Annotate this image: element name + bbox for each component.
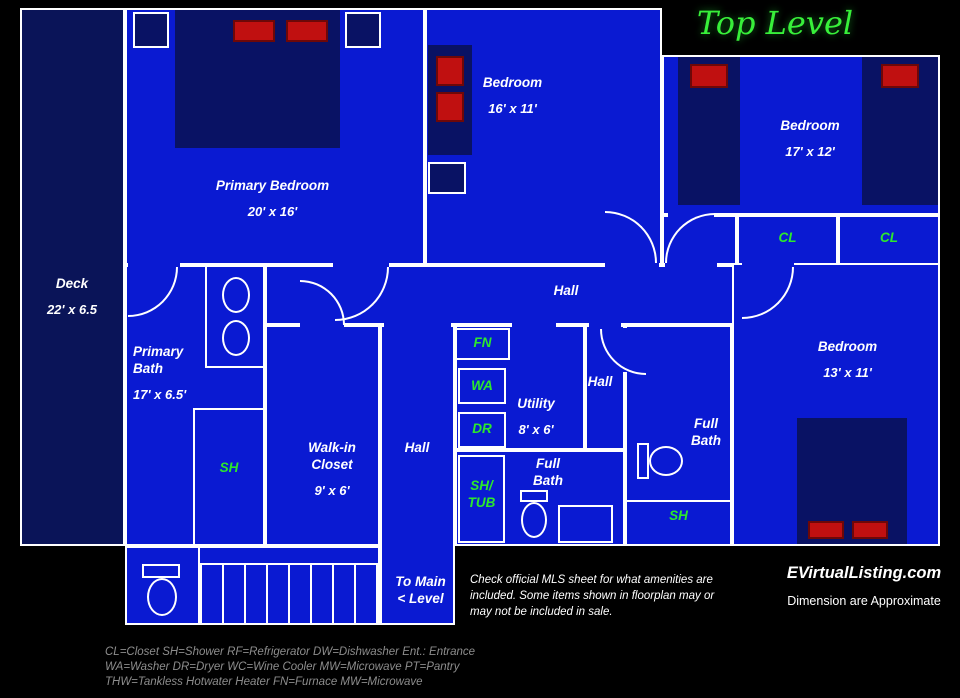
room-name: Full Bath xyxy=(691,416,721,448)
toilet-tank xyxy=(520,490,548,502)
nightstand xyxy=(133,12,169,48)
sink-icon xyxy=(222,320,250,356)
room-dims: 9' x 6' xyxy=(314,482,350,498)
room-label-bedroom-13x11: Bedroom 13' x 11' xyxy=(795,339,900,381)
sink-icon xyxy=(222,277,250,313)
room-dims: 17' x 6.5' xyxy=(133,386,187,402)
dryer-box xyxy=(458,412,506,448)
toilet-tank xyxy=(142,564,180,578)
room-deck xyxy=(20,8,125,546)
room-label-bedroom-17x12: Bedroom 17' x 12' xyxy=(745,118,875,160)
brand-note: Dimension are Approximate xyxy=(787,594,941,608)
room-name: Primary Bath xyxy=(133,344,184,376)
label-shower: SH xyxy=(669,508,688,523)
room-label-walk-in-closet: Walk-in Closet 9' x 6' xyxy=(300,440,364,499)
hall-west-corridor xyxy=(380,325,455,625)
room-name: Bedroom xyxy=(817,339,878,354)
label-shower-tub: SH/ TUB xyxy=(467,478,496,510)
doorway xyxy=(665,260,717,269)
toilet-icon xyxy=(521,502,547,538)
pillow xyxy=(286,20,328,42)
pillow xyxy=(852,521,888,539)
room-name: Bedroom xyxy=(482,75,543,90)
closet-b xyxy=(838,215,940,265)
room-name: Full Bath xyxy=(533,456,563,488)
legend-line-1: CL=Closet SH=Shower RF=Refrigerator DW=D… xyxy=(105,646,476,658)
room-dims: 22' x 6.5 xyxy=(46,301,98,317)
label-closet: CL xyxy=(778,230,797,245)
room-label-full-bath-center: Full Bath xyxy=(526,456,570,490)
shower-enclosure xyxy=(193,408,265,546)
room-name: Deck xyxy=(55,276,89,291)
brand-site: EVirtualListing.com xyxy=(786,564,942,582)
room-name: Bedroom xyxy=(780,118,840,133)
plan-level-title: Top Level xyxy=(696,4,854,42)
shower-enclosure xyxy=(625,500,732,546)
pillow xyxy=(881,64,919,88)
doorway xyxy=(589,322,621,329)
pillow xyxy=(436,92,464,122)
label-shower: SH xyxy=(219,460,239,475)
label-dryer: DR xyxy=(472,421,492,436)
hall-label-east: Hall xyxy=(587,374,613,389)
pillow xyxy=(690,64,728,88)
room-dims: 8' x 6' xyxy=(518,421,554,437)
doorway xyxy=(605,260,659,269)
legend-line-3: THW=Tankless Hotwater Heater FN=Furnace … xyxy=(105,676,423,688)
pillow xyxy=(808,521,844,539)
toilet-icon xyxy=(649,446,683,476)
room-name: Utility xyxy=(517,396,555,411)
doorway xyxy=(128,261,180,269)
washer-box xyxy=(458,368,506,404)
label-closet: CL xyxy=(880,230,898,245)
doorway xyxy=(742,260,794,269)
doorway xyxy=(668,211,714,219)
room-label-primary-bedroom: Primary Bedroom 20' x 16' xyxy=(170,178,375,220)
pillow xyxy=(233,20,275,42)
label-furnace: FN xyxy=(473,335,492,350)
room-label-bedroom-16x11: Bedroom 16' x 11' xyxy=(455,75,570,117)
doorway xyxy=(333,261,389,269)
room-walk-in-closet xyxy=(265,325,380,546)
furnace-closet xyxy=(455,328,510,360)
hall-label-main: Hall xyxy=(553,283,579,298)
room-name: Primary Bedroom xyxy=(215,178,330,193)
doorway xyxy=(512,322,556,329)
vanity xyxy=(558,505,613,543)
room-dims: 20' x 16' xyxy=(247,203,298,219)
doorway xyxy=(300,322,344,329)
toilet-icon xyxy=(147,578,177,616)
vanity xyxy=(205,265,267,368)
pillow xyxy=(436,56,464,86)
nightstand xyxy=(428,162,466,194)
legend: CL=Closet SH=Shower RF=Refrigerator DW=D… xyxy=(105,645,475,690)
stairs xyxy=(200,563,378,625)
disclaimer-text: Check official MLS sheet for what amenit… xyxy=(470,574,715,618)
label-washer: WA xyxy=(471,378,493,393)
room-name: Walk-in Closet xyxy=(308,440,356,472)
legend-line-2: WA=Washer DR=Dryer WC=Wine Cooler MW=Mic… xyxy=(105,661,460,673)
room-utility xyxy=(455,325,585,450)
toilet-tank xyxy=(637,443,649,479)
room-label-full-bath-east: Full Bath xyxy=(684,416,728,450)
hall-label-west: Hall xyxy=(404,440,430,455)
room-dims: 17' x 12' xyxy=(785,143,835,159)
room-dims: 16' x 11' xyxy=(488,100,537,116)
to-main-level-note: To Main < Level xyxy=(395,574,446,606)
room-label-deck: Deck 22' x 6.5 xyxy=(22,276,122,318)
shower-tub-enclosure xyxy=(458,455,505,543)
room-label-primary-bath: Primary Bath 17' x 6.5' xyxy=(133,344,197,403)
nightstand xyxy=(345,12,381,48)
room-dims: 13' x 11' xyxy=(823,364,872,380)
room-label-utility: Utility 8' x 6' xyxy=(506,396,566,438)
doorway xyxy=(384,322,451,329)
